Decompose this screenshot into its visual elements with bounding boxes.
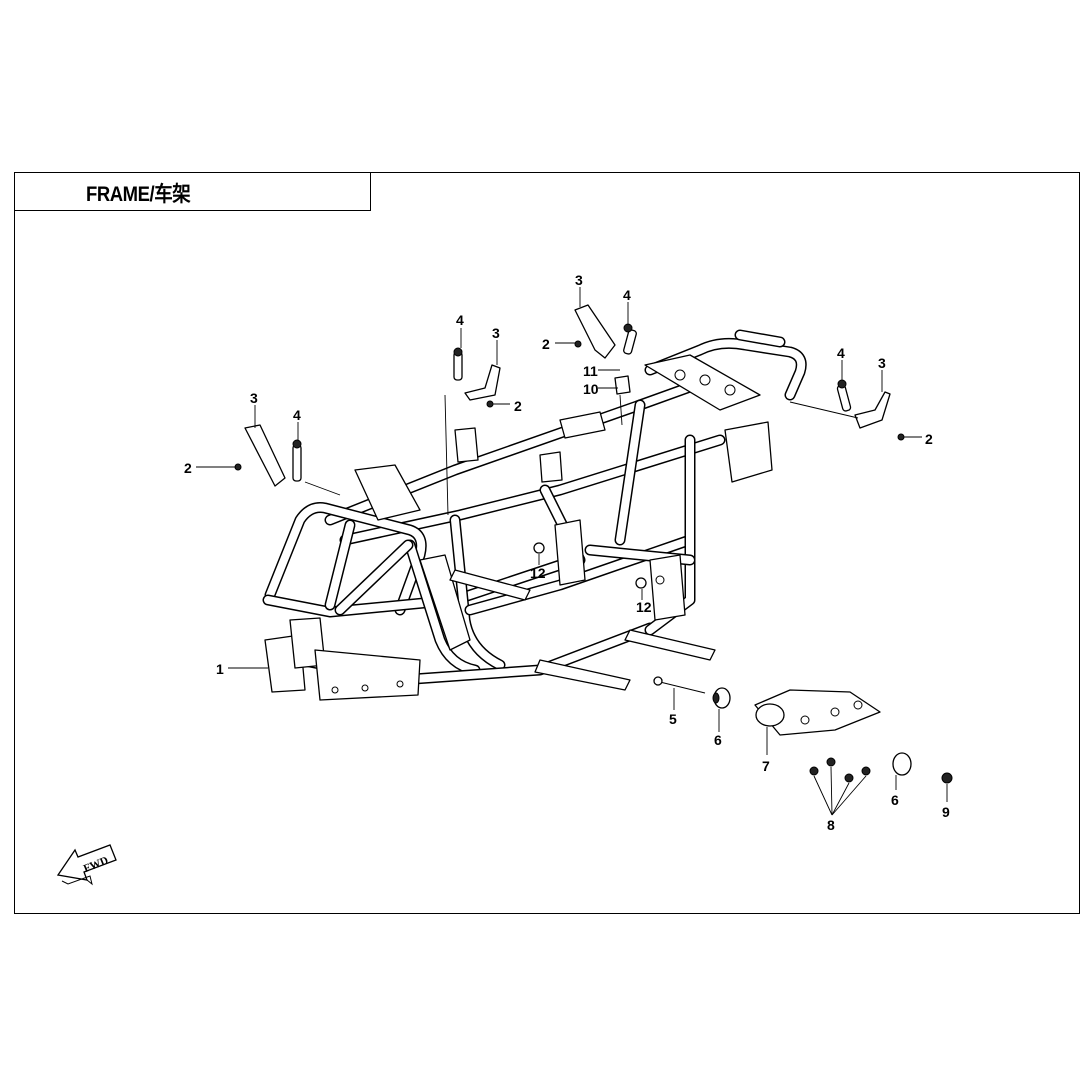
callout-8: 8 — [827, 817, 835, 833]
bolts-8[interactable] — [809, 757, 871, 783]
callout-12: 12 — [636, 599, 652, 615]
bracket-center[interactable] — [453, 347, 501, 408]
swingarm-bracket[interactable] — [754, 689, 881, 736]
callout-2: 2 — [542, 336, 550, 352]
callout-4: 4 — [623, 287, 631, 303]
leader-lines — [196, 287, 948, 816]
callout-5: 5 — [669, 711, 677, 727]
callout-3: 3 — [575, 272, 583, 288]
callout-3: 3 — [878, 355, 886, 371]
callout-2: 2 — [514, 398, 522, 414]
callout-4: 4 — [293, 407, 301, 423]
callout-1: 1 — [216, 661, 224, 677]
pivot-bolt[interactable] — [653, 676, 706, 694]
frame-assembly[interactable] — [262, 329, 807, 701]
callout-4: 4 — [456, 312, 464, 328]
nut-9[interactable] — [941, 772, 953, 784]
page-title: FRAME/车架 — [86, 183, 191, 206]
bushing-left[interactable] — [712, 687, 731, 709]
callout-4: 4 — [837, 345, 845, 361]
bracket-top[interactable] — [574, 304, 637, 395]
callout-2: 2 — [925, 431, 933, 447]
nut-12-a[interactable] — [533, 542, 545, 554]
bushing-right[interactable] — [892, 752, 912, 776]
drawing-sheet-border — [14, 172, 1080, 914]
bracket-right[interactable] — [836, 379, 905, 441]
fwd-arrow-icon: FWD — [56, 844, 117, 886]
nut-12-b[interactable] — [635, 577, 647, 589]
callout-12: 12 — [530, 565, 546, 581]
callout-2: 2 — [184, 460, 192, 476]
callout-3: 3 — [250, 390, 258, 406]
callout-labels: 1 2 2 2 2 3 3 3 3 4 4 4 4 5 6 6 7 8 9 10… — [184, 272, 950, 833]
callout-9: 9 — [942, 804, 950, 820]
callout-3: 3 — [492, 325, 500, 341]
callout-10: 10 — [583, 381, 599, 397]
callout-6: 6 — [714, 732, 722, 748]
title-box — [14, 172, 371, 211]
bracket-left[interactable] — [234, 424, 302, 487]
callout-7: 7 — [762, 758, 770, 774]
callout-6: 6 — [891, 792, 899, 808]
callout-11: 11 — [583, 363, 598, 379]
